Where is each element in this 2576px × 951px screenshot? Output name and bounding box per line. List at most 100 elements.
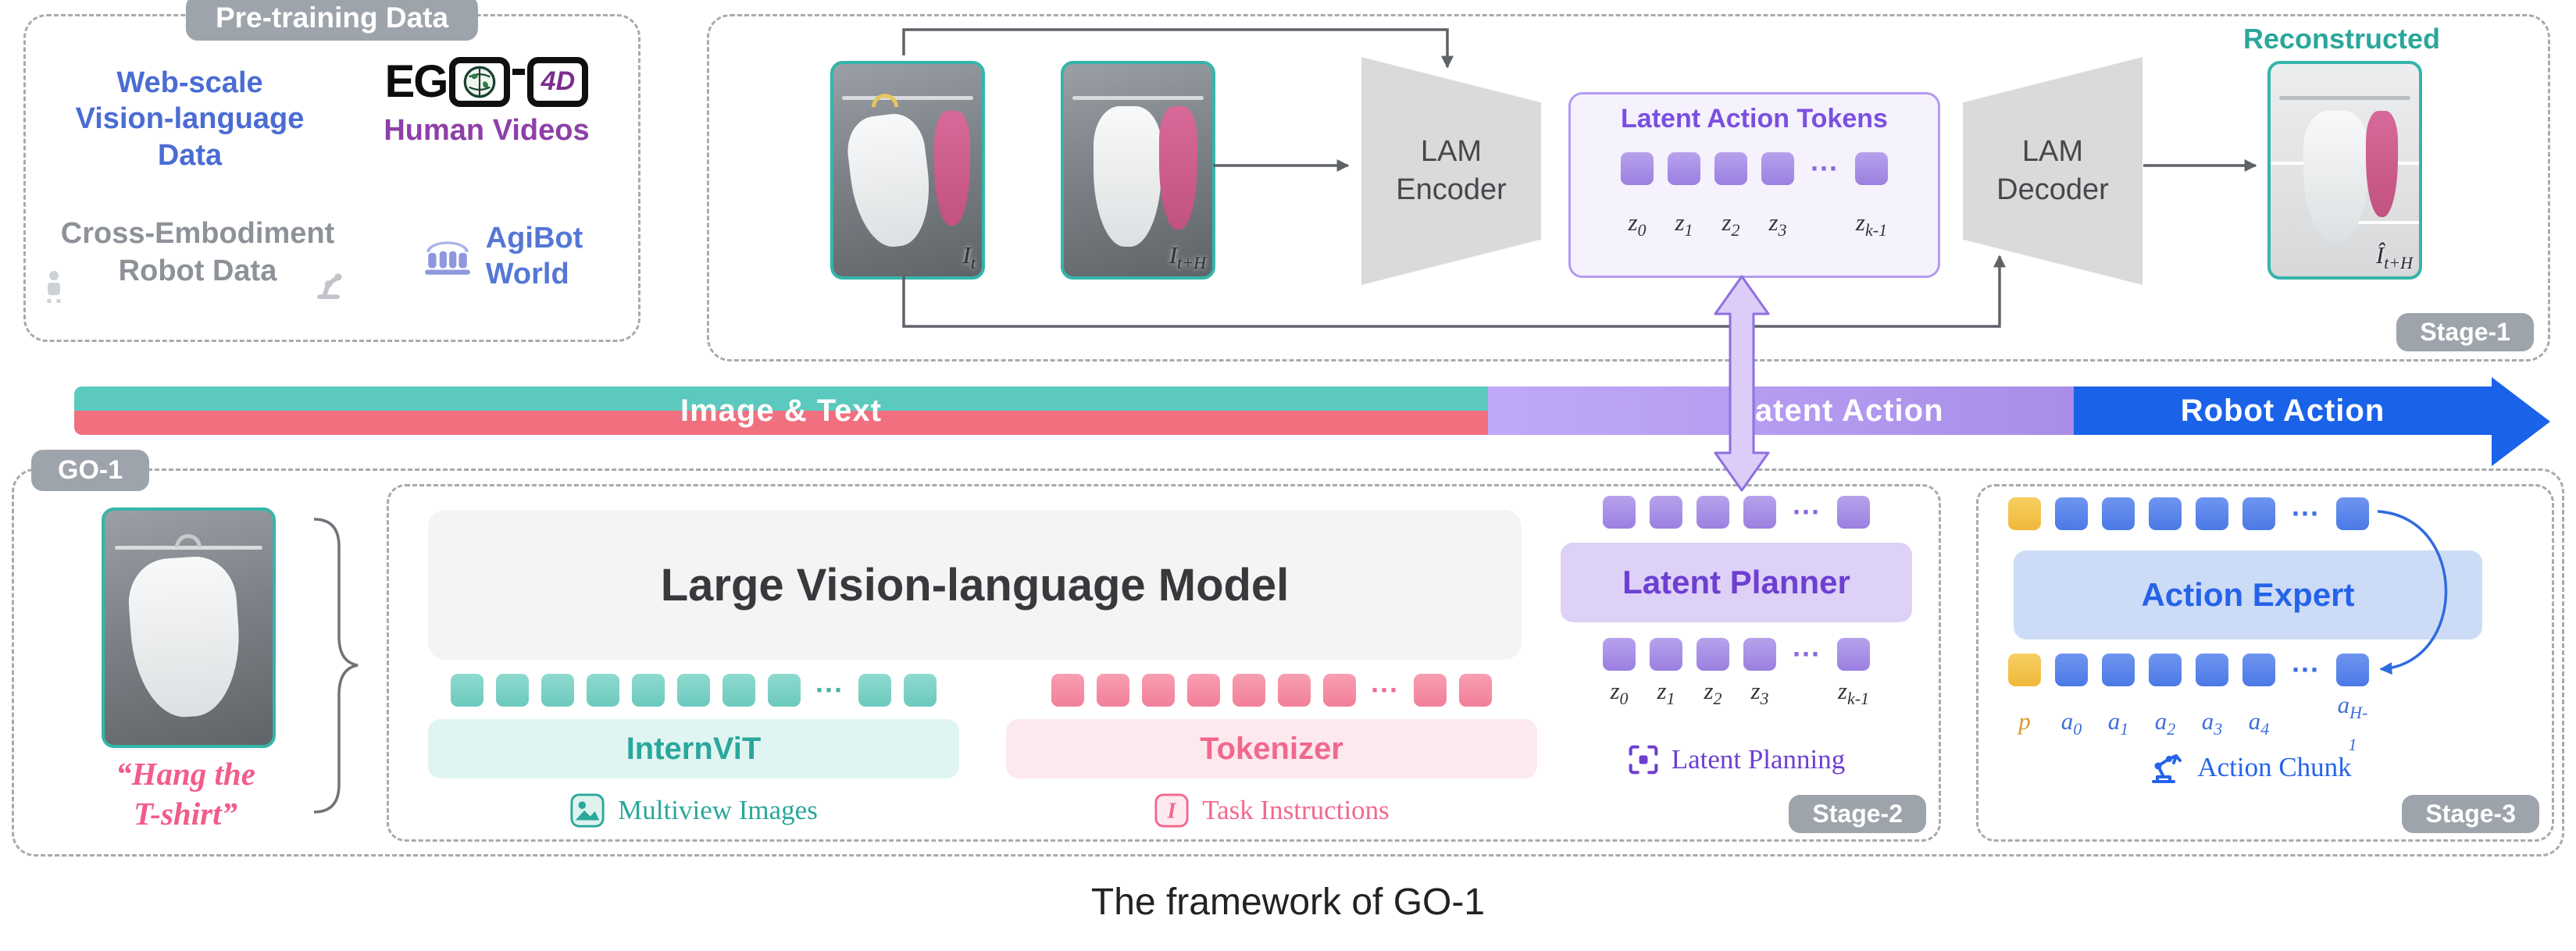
token-square bbox=[677, 674, 710, 707]
stage2-box: Large Vision-language Model ··· ··· bbox=[387, 484, 1941, 842]
ellipsis: ··· bbox=[1793, 638, 1821, 670]
hanger-rod bbox=[1072, 95, 1204, 100]
flow-label: Robot Action bbox=[2180, 393, 2385, 428]
stage1-badge: Stage-1 bbox=[2396, 313, 2534, 351]
lam-decoder: LAM Decoder bbox=[1963, 57, 2143, 285]
ego4d-block: EG 4D Human Videos bbox=[338, 55, 635, 148]
action-label: a3 bbox=[2201, 707, 2223, 739]
ego4d-logo-eg: EG bbox=[384, 56, 449, 107]
action-chunk-caption: Action Chunk bbox=[1978, 749, 2521, 786]
token-label: z1 bbox=[1657, 677, 1675, 709]
action-token-row-top: ··· bbox=[2008, 497, 2369, 530]
latent-action-tokens-title: Latent Action Tokens bbox=[1621, 104, 1888, 134]
token-square bbox=[722, 674, 755, 707]
white-garment bbox=[2303, 110, 2369, 243]
token-square bbox=[632, 674, 665, 707]
robot-gray-icon bbox=[47, 271, 61, 303]
flow-segment-robot-action: Robot Action bbox=[2074, 386, 2492, 435]
token-square bbox=[1650, 638, 1682, 671]
glasses-lens-left bbox=[449, 56, 511, 107]
reconstructed-image: Ît+H bbox=[2267, 61, 2422, 280]
pretraining-title-badge: Pre-training Data bbox=[185, 0, 479, 41]
token-square bbox=[1278, 674, 1311, 707]
token-square bbox=[1837, 496, 1870, 529]
ellipsis: ··· bbox=[1811, 152, 1839, 184]
multiview-images-icon bbox=[570, 793, 605, 828]
token-square bbox=[496, 674, 529, 707]
planner-token-labels: z0 z1 z2 z3 zk-1 bbox=[1557, 677, 1916, 709]
token-label: zk-1 bbox=[1855, 208, 1888, 240]
token-square bbox=[768, 674, 801, 707]
pretraining-data-box: Pre-training Data Web-scale Vision-langu… bbox=[23, 0, 640, 342]
human-videos-label: Human Videos bbox=[384, 114, 590, 147]
token-label: z0 bbox=[1628, 208, 1647, 240]
planner-token-row-top: ··· bbox=[1557, 496, 1916, 529]
latent-planning-caption: Latent Planning bbox=[1557, 744, 1916, 775]
token-square bbox=[2242, 654, 2275, 686]
latent-token-labels: z0 z1 z2 z3 zk-1 bbox=[1571, 208, 1938, 240]
vision-token-row: ··· bbox=[428, 674, 959, 707]
token-square bbox=[858, 674, 891, 707]
pink-garment bbox=[934, 110, 970, 226]
teal-stripe bbox=[74, 386, 1488, 411]
ellipsis: ··· bbox=[2292, 654, 2320, 686]
token-square bbox=[2336, 497, 2369, 530]
shelf-line bbox=[2352, 221, 2419, 225]
latent-action-tokens-box: Latent Action Tokens ··· z0 z1 z2 z3 zk-… bbox=[1568, 92, 1940, 278]
pink-garment bbox=[1158, 106, 1197, 230]
stage3-box: ··· Action Expert ··· p a0 a1 a2 a3 a4 a… bbox=[1976, 484, 2554, 842]
token-square bbox=[1142, 674, 1175, 707]
reconstructed-frame-label: Ît+H bbox=[2375, 240, 2413, 272]
token-square bbox=[1855, 152, 1888, 185]
token-square bbox=[587, 674, 619, 707]
action-token-labels: p a0 a1 a2 a3 a4 aH-1 bbox=[2008, 691, 2369, 755]
task-instructions-caption: I Task Instructions bbox=[1006, 792, 1537, 828]
task-instruction-text: “Hang the T-shirt” bbox=[116, 756, 255, 832]
proprio-token-square bbox=[2008, 654, 2041, 686]
token-square bbox=[1187, 674, 1220, 707]
token-square bbox=[2149, 654, 2182, 686]
flow-segment-image-text: Image & Text bbox=[74, 386, 1488, 435]
ego4d-logo-4d: 4D bbox=[541, 66, 576, 96]
token-label: z0 bbox=[1610, 677, 1629, 709]
pink-stripe bbox=[74, 411, 1488, 435]
svg-text:I: I bbox=[1167, 799, 1177, 824]
token-square bbox=[1761, 152, 1794, 185]
action-token-row-bottom: ··· bbox=[2008, 654, 2369, 686]
agibot-world-label: AgiBot World bbox=[485, 222, 583, 290]
proprio-token-square bbox=[2008, 497, 2041, 530]
token-square bbox=[2196, 497, 2228, 530]
token-square bbox=[904, 674, 937, 707]
flow-label: Image & Text bbox=[680, 393, 882, 428]
ellipsis: ··· bbox=[815, 674, 844, 706]
proprio-label: p bbox=[2018, 707, 2031, 735]
ellipsis: ··· bbox=[2292, 497, 2320, 529]
ellipsis: ··· bbox=[1793, 496, 1821, 528]
stage1-box: It It+H LAM Encoder Latent Action Tokens… bbox=[707, 14, 2550, 362]
robot-arm-icon bbox=[2152, 754, 2182, 783]
flow-arrowhead bbox=[2492, 377, 2550, 466]
token-square bbox=[1603, 638, 1636, 671]
figure-caption: The framework of GO-1 bbox=[1090, 882, 1486, 923]
token-square bbox=[1697, 496, 1729, 529]
token-square bbox=[1414, 674, 1447, 707]
token-square bbox=[2149, 497, 2182, 530]
token-square bbox=[2242, 497, 2275, 530]
robot-arm-gray-icon bbox=[317, 273, 342, 299]
lam-encoder: LAM Encoder bbox=[1361, 57, 1541, 285]
token-square bbox=[451, 674, 483, 707]
multiview-images-caption: Multiview Images bbox=[428, 792, 959, 828]
flow-segment-latent-action: Latent Action bbox=[1488, 386, 2074, 435]
text-token-row: ··· bbox=[1006, 674, 1537, 707]
cross-embodiment-label: Cross-Embodiment Robot Data bbox=[60, 217, 335, 287]
glasses-bridge bbox=[512, 68, 526, 75]
tokenizer-box: Tokenizer bbox=[1006, 719, 1537, 778]
pink-garment bbox=[2365, 110, 2399, 217]
go1-box: GO-1 bbox=[12, 450, 2564, 857]
action-label: a1 bbox=[2107, 707, 2129, 739]
token-square bbox=[2102, 654, 2135, 686]
token-square bbox=[1323, 674, 1356, 707]
token-square bbox=[1714, 152, 1747, 185]
web-scale-data-label: Web-scale Vision-language Data bbox=[75, 66, 305, 172]
action-label: a2 bbox=[2154, 707, 2176, 739]
